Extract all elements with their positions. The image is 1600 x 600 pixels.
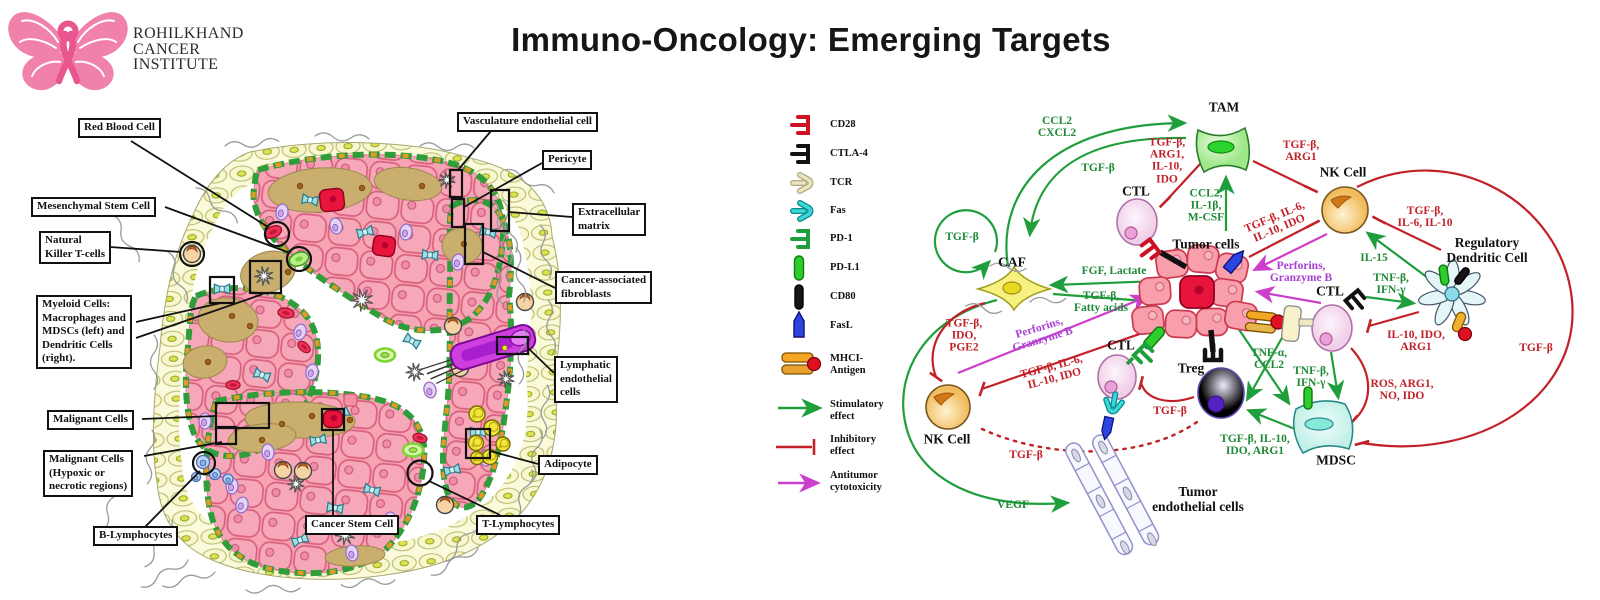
signal-label-tnfa-ccl2: TNF-α, CCL2 [1250,346,1288,371]
callout-natural-killer-t-cells: Natural Killer T-cells [39,231,111,264]
callout-extracellular-matrix: Extracellular matrix [572,203,647,236]
legend-label-antitumor: Antitumor cytotoxicity [830,469,882,493]
cell-label-reg-dc: Regulatory Dendritic Cell [1446,235,1528,265]
callout-myeloid-cells: Myeloid Cells: Macrophages and MDSCs (le… [36,295,132,369]
cell-label-tumor: Tumor cells [1172,236,1240,252]
signal-label-tnfb-ifng-dc: TNF-β, IFN-γ [1373,271,1409,296]
logo-line-2: CANCER [133,40,201,58]
signaling-network-art [902,114,1574,556]
signal-label-perforins-top: Perforins, Granzyme B [1269,259,1333,284]
legend-label-pd1: PD-1 [830,232,853,244]
cell-label-ctl-right: CTL [1316,283,1344,299]
callout-mesenchymal-stem-cell: Mesenchymal Stem Cell [31,197,157,217]
signal-label-ros-arg1: ROS, ARG1, NO, IDO [1370,377,1434,402]
cell-label-nk-top: NK Cell [1319,164,1367,180]
cell-label-nk-bottom: NK Cell [923,431,971,447]
callout-cancer-associated-fibroblasts: Cancer-associated fibroblasts [555,271,653,304]
signal-label-vegf: VEGF [997,498,1029,511]
callout-malignant-cells-hypoxic: Malignant Cells (Hypoxic or necrotic reg… [43,450,134,497]
legend-symbols [776,115,823,493]
callout-lymphatic-endothelial-cells: Lymphatic endothelial cells [554,356,618,403]
callout-vasculature-endothelial-cell: Vasculature endothelial cell [457,112,598,132]
signal-label-il10-ido-arg1: IL-10, IDO, ARG1 [1387,328,1445,353]
legend-label-tcr: TCR [830,176,853,188]
cell-label-caf: CAF [998,254,1026,270]
callout-t-lymphocytes: T-Lymphocytes [476,515,561,535]
logo-text: ROHILKHAND CANCER INSTITUTE [133,26,244,73]
legend-label-cd80: CD80 [830,290,856,302]
butterfly-ribbon-logo-icon [8,12,128,91]
cell-label-ctl-left: CTL [1107,337,1135,353]
ctl-right-cell [1311,304,1353,352]
signal-label-tam-nk: TGF-β, ARG1 [1282,138,1320,163]
signal-label-tgfb-treg-ctl: TGF-β [1153,404,1187,417]
cell-label-endothelial: Tumor endothelial cells [1152,484,1244,514]
signal-label-tgfb-ido-pge2: TGF-β, IDO, PGE2 [945,317,983,355]
ctl-top-cell [1116,198,1158,246]
legend-label-stimulatory: Stimulatory effect [830,398,884,422]
signal-label-ccl2-cxcl2: CCL2 CXCL2 [1037,114,1077,139]
signal-label-tgfb-mdsc-treg: TGF-β, IL-10, IDO, ARG1 [1220,432,1290,457]
regulatory-dc-cell [1418,259,1486,342]
callout-b-lymphocytes: B-Lymphocytes [93,526,179,546]
callout-pericyte: Pericyte [542,150,593,170]
callout-adipocyte: Adipocyte [538,455,598,475]
nk-bottom-cell [925,384,971,430]
legend-label-fasl: FasL [830,319,853,331]
cell-label-treg: Treg [1177,360,1205,376]
endothelial-tube-2 [1092,434,1160,547]
legend-label-pdl1: PD-L1 [830,261,860,273]
signal-label-tam-ctl: TGF-β, ARG1, IL-10, IDO [1148,136,1186,186]
signal-label-tgfb-fatty: TGF-β, Fatty acids [1074,289,1128,314]
logo-line-1: ROHILKHAND [133,25,244,42]
logo-line-3: INSTITUTE [133,56,219,74]
nk-top-cell [1321,186,1369,234]
callout-malignant-cells: Malignant Cells [47,410,134,430]
legend-label-cd28: CD28 [830,118,856,130]
cell-label-ctl-top: CTL [1122,183,1150,199]
signal-label-tgfb-nk-treg: TGF-β [1009,448,1043,461]
endothelial-tube-1 [1065,442,1134,556]
legend-label-inhibitory: Inhibitory effect [830,433,877,457]
cell-label-tam: TAM [1208,99,1240,115]
signal-label-tnfb-ifng-mdsc: TNF-β, IFN-γ [1293,364,1329,389]
legend-label-mhci: MHCI- Antigen [830,352,866,376]
legend-label-ctla4: CTLA-4 [830,147,868,159]
signal-label-il15: IL-15 [1360,251,1388,264]
cell-label-mdsc: MDSC [1316,452,1356,468]
signal-label-ccl2-il1b-mcsf: CCL2, IL-1β, M-CSF [1187,187,1225,225]
mdsc-cell [1292,386,1354,455]
signal-label-tgfb-tam-caf: TGF-β [1081,161,1115,174]
legend-label-fas: Fas [830,204,846,216]
caf-cell [965,262,1067,314]
tam-cell [1195,126,1251,174]
signal-label-dc-nk: TGF-β, IL-6, IL-10 [1397,204,1453,229]
signal-label-tgfb-loop: TGF-β [945,230,979,243]
signal-label-tgfb-circle: TGF-β [1519,341,1553,354]
treg-cell [1197,367,1245,419]
page-title: Immuno-Oncology: Emerging Targets [511,21,1111,58]
callout-red-blood-cell: Red Blood Cell [78,118,161,138]
signal-label-fgf-lactate: FGF, Lactate [1081,264,1147,277]
callout-cancer-stem-cell: Cancer Stem Cell [305,515,400,535]
